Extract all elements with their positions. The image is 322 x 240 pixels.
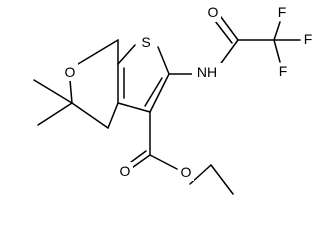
bond-c5-methyl-lower	[37, 102, 73, 126]
bond-nh-carbonyl	[218, 39, 239, 67]
svg-text:F: F	[304, 31, 313, 47]
bond-carbonyl-o	[217, 12, 239, 41]
bond-s-c2	[157, 46, 170, 75]
bond-c5-c4	[71, 102, 109, 129]
ester-carbonyl-oxygen-label: O	[117, 162, 133, 180]
svg-text:O: O	[208, 4, 219, 20]
molecule-structure: O S O NH F F F O O	[33, 4, 315, 195]
svg-text:O: O	[120, 163, 131, 179]
svg-text:F: F	[279, 63, 288, 79]
fluorine-top-label: F	[275, 4, 289, 21]
fluorine-right-label: F	[301, 31, 315, 48]
bond-c7a-s	[117, 44, 136, 65]
sulfur-label: S	[138, 34, 155, 52]
ester-oxygen-label: O	[178, 163, 194, 181]
amide-oxygen-label: O	[205, 4, 221, 22]
bond-c4-c3a	[107, 102, 119, 129]
svg-text:O: O	[181, 164, 192, 180]
svg-text:NH: NH	[197, 64, 217, 80]
svg-text:F: F	[278, 4, 287, 20]
bond-c3-c3a	[117, 102, 151, 113]
bond-c2-c3	[149, 73, 170, 113]
bond-c7-o	[77, 39, 119, 65]
amide-nitrogen-label: NH	[192, 63, 222, 82]
bond-o-c5	[69, 79, 73, 104]
fluorine-bottom-label: F	[276, 63, 290, 80]
bond-ester-carbon-o	[149, 154, 178, 170]
ring-oxygen-label: O	[62, 63, 78, 81]
svg-text:S: S	[141, 34, 150, 50]
bond-cf3-f-bottom	[273, 39, 281, 63]
bond-c3-c2-double	[144, 77, 163, 107]
bond-c5-methyl-upper	[33, 79, 73, 104]
svg-text:O: O	[65, 64, 76, 80]
bond-cf3-f-top	[273, 21, 281, 41]
bond-ethyl-ch2-ch3	[210, 164, 234, 195]
